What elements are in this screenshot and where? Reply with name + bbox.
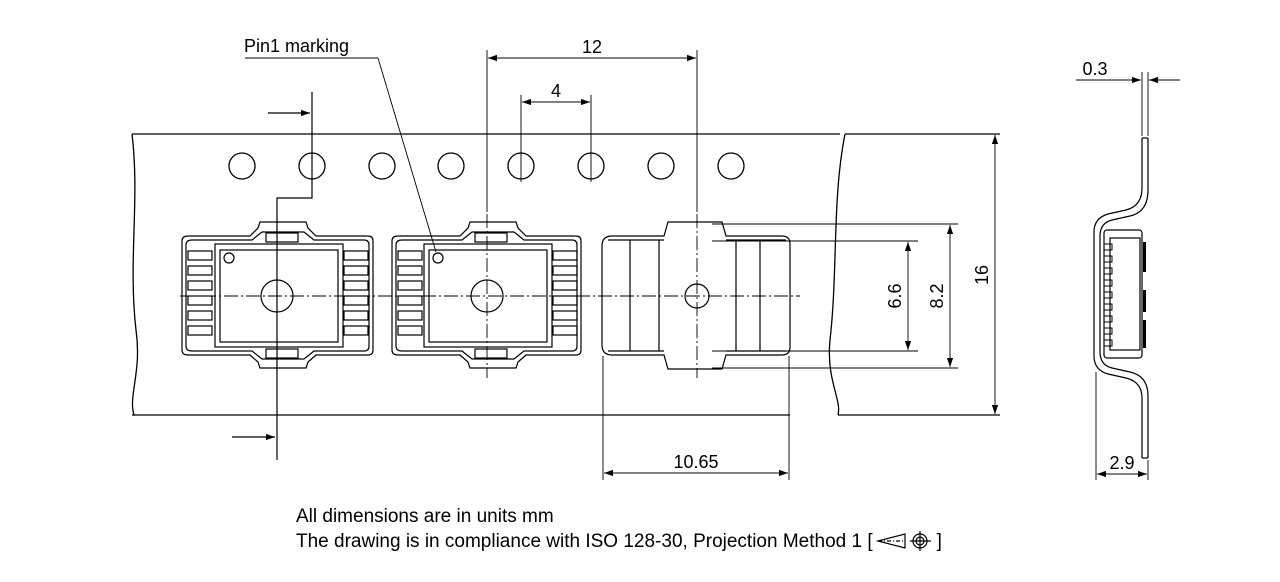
dim-pocket-length [602, 356, 790, 480]
sprocket-hole [717, 152, 745, 180]
dim-cavity-inner-label: 6.6 [885, 283, 905, 308]
dim-tape-width-label: 16 [972, 265, 992, 285]
first-angle-projection-icon [875, 531, 931, 551]
dim-hole-pitch [520, 95, 592, 182]
dim-thickness [1076, 72, 1180, 136]
sprocket-hole [368, 152, 396, 180]
tape-side-view [1093, 137, 1149, 459]
sprocket-hole [647, 152, 675, 180]
dim-height-label: 2.9 [1109, 453, 1134, 473]
sprocket-hole [228, 152, 256, 180]
compliance-note-close: ] [936, 531, 942, 552]
section-cut-line [232, 92, 313, 460]
compliance-note: The drawing is in compliance with ISO 12… [296, 530, 942, 554]
side-view-leads [1103, 243, 1113, 347]
dim-pitch-label: 12 [582, 37, 602, 57]
dim-height [1095, 372, 1149, 480]
dim-pocket-length-label: 10.65 [673, 452, 718, 472]
sprocket-holes [228, 152, 745, 180]
units-note: All dimensions are in units mm [296, 506, 554, 527]
centerlines [180, 214, 800, 378]
dim-cavity-outer-label: 8.2 [927, 283, 947, 308]
pin1-marking-label: Pin1 marking [244, 36, 349, 56]
tape-outline [131, 133, 1000, 416]
dim-thickness-label: 0.3 [1082, 59, 1107, 79]
pocket-with-component-2 [391, 221, 582, 369]
sprocket-hole [437, 152, 465, 180]
compliance-note-text: The drawing is in compliance with ISO 12… [296, 531, 873, 552]
side-view-hatching [1143, 242, 1146, 348]
dim-vertical-extensions [712, 135, 999, 414]
dim-hole-pitch-label: 4 [551, 81, 561, 101]
pin1-leader [245, 57, 437, 253]
dim-pitch [486, 50, 698, 212]
empty-pocket [601, 221, 791, 370]
